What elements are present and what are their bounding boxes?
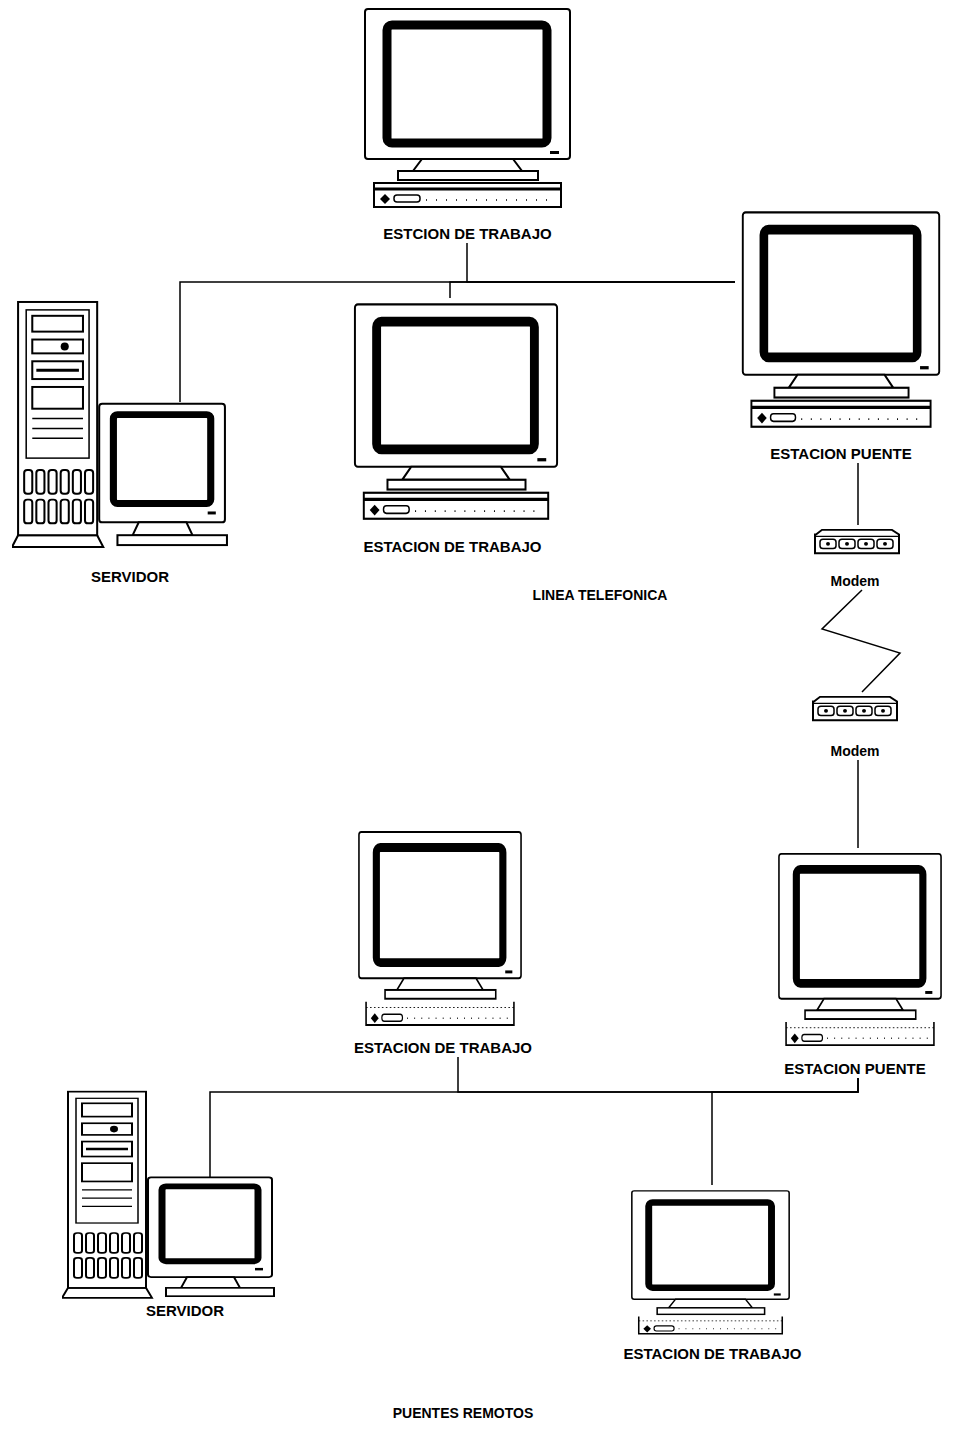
workstation-node: ESTACION DE TRABAJO <box>328 825 558 1057</box>
server-icon <box>62 1092 274 1298</box>
workstation-node: ESTACION DE TRABAJO <box>335 298 570 556</box>
diagram-caption-holder: PUENTES REMOTOS <box>263 1404 663 1422</box>
network-cable <box>180 282 735 402</box>
server-node: SERVIDOR <box>100 1178 270 1320</box>
diagram-caption: PUENTES REMOTOS <box>393 1404 534 1422</box>
network-cable <box>822 590 900 692</box>
node-label: Modem <box>831 742 880 760</box>
node-label: ESTACION PUENTE <box>770 445 911 463</box>
network-cable <box>712 1078 858 1185</box>
node-label: ESTACION PUENTE <box>784 1060 925 1078</box>
network-cable <box>450 282 735 298</box>
modem-icon <box>815 530 899 553</box>
workstation-icon <box>359 832 521 1025</box>
line-label: LINEA TELEFONICA <box>533 586 668 604</box>
server-icon <box>12 302 227 547</box>
node-label: Modem <box>831 572 880 590</box>
server-node: SERVIDOR <box>45 402 215 586</box>
modem-node: Modem <box>805 525 905 590</box>
workstation-node: ESTCION DE TRABAJO <box>355 5 580 243</box>
bridge-node: ESTACION PUENTE <box>735 205 947 463</box>
node-label: ESTACION DE TRABAJO <box>354 1039 532 1057</box>
bridge-icon <box>779 854 941 1045</box>
node-label: SERVIDOR <box>146 1302 224 1320</box>
network-cable <box>210 1078 858 1178</box>
workstation-icon <box>365 9 570 207</box>
network-cable <box>467 243 735 282</box>
workstation-icon <box>355 304 557 518</box>
node-label: ESTCION DE TRABAJO <box>383 225 551 243</box>
bridge-icon <box>743 212 939 426</box>
bridge-node: ESTACION PUENTE <box>765 848 945 1078</box>
network-cable <box>857 463 859 525</box>
workstation-node: ESTACION DE TRABAJO <box>600 1185 825 1363</box>
modem-icon <box>813 697 897 720</box>
node-label: SERVIDOR <box>91 568 169 586</box>
line-label-holder: LINEA TELEFONICA <box>480 586 720 604</box>
modem-node: Modem <box>805 692 905 760</box>
network-cable <box>857 760 859 848</box>
workstation-icon <box>632 1191 789 1334</box>
node-label: ESTACION DE TRABAJO <box>363 538 541 556</box>
node-label: ESTACION DE TRABAJO <box>623 1345 801 1363</box>
